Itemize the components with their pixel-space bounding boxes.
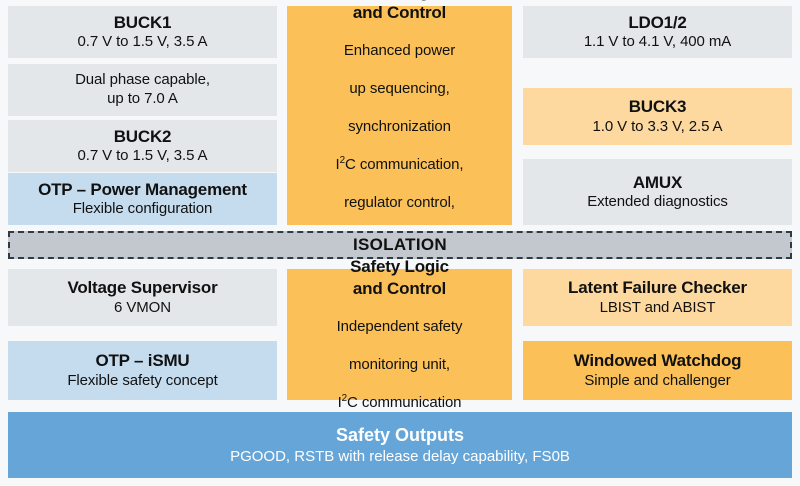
- block-title: BUCK3: [628, 97, 687, 117]
- block-dual-phase: Dual phase capable, up to 7.0 A: [8, 64, 277, 116]
- block-subtitle: Extended diagnostics: [587, 193, 728, 211]
- block-subtitle: Flexible safety concept: [67, 371, 218, 389]
- block-safety-logic-and-control: Safety Logic and Control Independent saf…: [287, 257, 512, 411]
- block-subtitle: 1.1 V to 4.1 V, 400 mA: [583, 33, 732, 51]
- block-title: Windowed Watchdog: [573, 351, 742, 371]
- isolation-band: ISOLATION: [8, 231, 792, 259]
- block-voltage-supervisor: Voltage Supervisor 6 VMON: [8, 269, 277, 326]
- block-ldo1-2: LDO1/2 1.1 V to 4.1 V, 400 mA: [523, 6, 792, 58]
- block-title: BUCK1: [113, 12, 172, 32]
- block-title: OTP – Power Management: [38, 179, 247, 199]
- block-subtitle: Enhanced power up sequencing, synchroniz…: [336, 24, 464, 251]
- block-otp-power-management: OTP – Power Management Flexible configur…: [8, 173, 277, 225]
- subtitle-line: regulator control,: [344, 193, 455, 211]
- block-buck3: BUCK3 1.0 V to 3.3 V, 2.5 A: [523, 88, 792, 145]
- isolation-label: ISOLATION: [353, 235, 447, 254]
- block-subtitle: Dual phase capable, up to 7.0 A: [75, 71, 210, 107]
- safety-outputs-title: Safety Outputs: [335, 425, 464, 445]
- block-main-logic-and-control: Main Logic and Control Enhanced power up…: [287, 0, 512, 248]
- block-buck2: BUCK2 0.7 V to 1.5 V, 3.5 A: [8, 120, 277, 172]
- block-subtitle: Independent safety monitoring unit, I2C …: [337, 299, 463, 412]
- safety-outputs-subtitle: PGOOD, RSTB with release delay capabilit…: [230, 448, 570, 465]
- block-subtitle: 0.7 V to 1.5 V, 3.5 A: [77, 147, 208, 165]
- block-amux: AMUX Extended diagnostics: [523, 159, 792, 225]
- block-title: OTP – iSMU: [95, 351, 190, 371]
- subtitle-line-i2c: I2C communication,: [335, 154, 464, 173]
- subtitle-line: Independent safety: [336, 318, 463, 336]
- subtitle-line-i2c: I2C communication: [337, 392, 462, 411]
- block-title: LDO1/2: [628, 12, 687, 32]
- block-title: Main Logic and Control: [352, 0, 447, 23]
- block-subtitle: 6 VMON: [114, 298, 171, 316]
- subtitle-line: monitoring unit,: [349, 355, 450, 373]
- block-title: BUCK2: [113, 126, 172, 146]
- block-title: Voltage Supervisor: [67, 278, 218, 298]
- block-latent-failure-checker: Latent Failure Checker LBIST and ABIST: [523, 269, 792, 326]
- superscript-two: 2: [341, 392, 348, 404]
- block-subtitle: Simple and challenger: [584, 371, 731, 389]
- superscript-two: 2: [339, 154, 346, 166]
- block-otp-ismu: OTP – iSMU Flexible safety concept: [8, 341, 277, 400]
- block-subtitle: LBIST and ABIST: [599, 298, 716, 316]
- block-buck1: BUCK1 0.7 V to 1.5 V, 3.5 A: [8, 6, 277, 58]
- subtitle-line: up sequencing,: [349, 80, 450, 98]
- subtitle-line: Enhanced power: [343, 42, 456, 60]
- block-subtitle: Flexible configuration: [72, 200, 213, 218]
- subtitle-line: synchronization: [348, 118, 451, 136]
- block-title: Safety Logic and Control: [350, 257, 449, 298]
- block-title: AMUX: [632, 172, 683, 192]
- block-title: Latent Failure Checker: [568, 278, 747, 298]
- block-subtitle: 1.0 V to 3.3 V, 2.5 A: [592, 117, 723, 135]
- safety-outputs-band: Safety Outputs PGOOD, RSTB with release …: [8, 412, 792, 478]
- block-subtitle: 0.7 V to 1.5 V, 3.5 A: [77, 33, 208, 51]
- block-windowed-watchdog: Windowed Watchdog Simple and challenger: [523, 341, 792, 400]
